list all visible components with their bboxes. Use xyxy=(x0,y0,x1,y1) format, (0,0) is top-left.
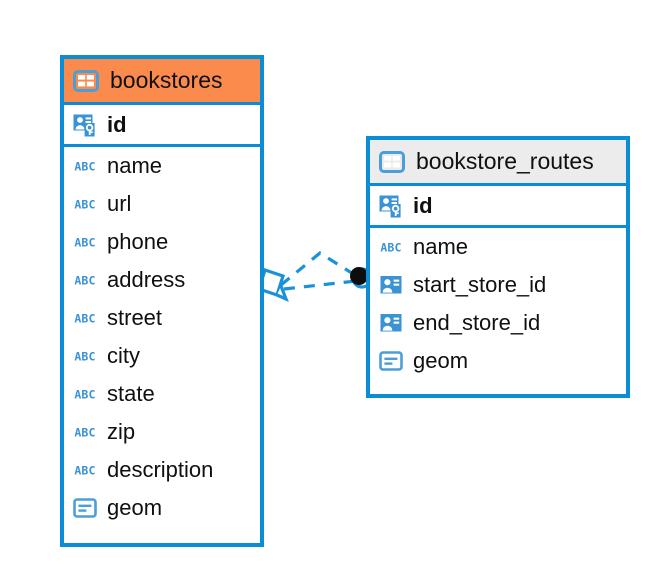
field-row-phone[interactable]: ABC phone xyxy=(64,223,260,261)
relationship-line-end-store-id[interactable] xyxy=(283,279,357,291)
entity-table-bookstore-routes[interactable]: bookstore_routes id ABC name xyxy=(366,136,630,398)
relationship-line-start-store-id[interactable] xyxy=(279,251,359,287)
abc-text-icon: ABC xyxy=(74,236,95,250)
svg-text:ABC: ABC xyxy=(74,274,95,288)
field-label: geom xyxy=(413,348,469,373)
field-label: state xyxy=(107,381,155,406)
svg-text:ABC: ABC xyxy=(74,160,95,174)
field-row-name[interactable]: ABC name xyxy=(370,228,626,266)
foreign-key-icon xyxy=(380,276,402,294)
svg-text:ABC: ABC xyxy=(74,464,95,478)
field-row-start-store-id[interactable]: start_store_id xyxy=(370,266,626,304)
field-row-id[interactable]: id xyxy=(64,105,260,147)
svg-text:ABC: ABC xyxy=(74,198,95,212)
field-label: phone xyxy=(107,229,169,254)
svg-text:ABC: ABC xyxy=(74,388,95,402)
primary-key-icon xyxy=(73,114,95,136)
field-row-url[interactable]: ABC url xyxy=(64,185,260,223)
field-label: start_store_id xyxy=(413,272,547,297)
svg-text:ABC: ABC xyxy=(74,312,95,326)
entity-table-bookstores[interactable]: bookstores id ABC name xyxy=(60,55,264,547)
field-label: id xyxy=(413,192,433,218)
field-label: end_store_id xyxy=(413,310,541,335)
primary-key-icon xyxy=(379,195,401,217)
foreign-key-icon xyxy=(380,314,402,332)
field-label: url xyxy=(107,191,132,216)
abc-text-icon: ABC xyxy=(74,464,95,478)
entity-header-bookstores[interactable]: bookstores xyxy=(64,59,260,105)
entity-title-label: bookstores xyxy=(110,67,223,93)
field-row-description[interactable]: ABC description xyxy=(64,451,260,489)
field-row-name[interactable]: ABC name xyxy=(64,147,260,185)
field-label: street xyxy=(107,305,163,330)
abc-text-icon: ABC xyxy=(380,241,401,255)
abc-text-icon: ABC xyxy=(74,198,95,212)
abc-text-icon: ABC xyxy=(74,160,95,174)
svg-text:ABC: ABC xyxy=(74,350,95,364)
table-icon xyxy=(73,69,99,92)
geometry-icon xyxy=(73,498,97,518)
field-label: name xyxy=(413,234,469,259)
abc-text-icon: ABC xyxy=(74,426,95,440)
field-row-geom[interactable]: geom xyxy=(64,489,260,527)
entity-header-bookstore-routes[interactable]: bookstore_routes xyxy=(370,140,626,186)
field-row-zip[interactable]: ABC zip xyxy=(64,413,260,451)
abc-text-icon: ABC xyxy=(74,312,95,326)
svg-text:ABC: ABC xyxy=(380,241,401,255)
field-row-address[interactable]: ABC address xyxy=(64,261,260,299)
field-row-state[interactable]: ABC state xyxy=(64,375,260,413)
field-label: geom xyxy=(107,495,163,520)
abc-text-icon: ABC xyxy=(74,274,95,288)
geometry-icon xyxy=(379,351,403,371)
table-icon xyxy=(379,150,405,173)
field-row-end-store-id[interactable]: end_store_id xyxy=(370,304,626,342)
svg-text:ABC: ABC xyxy=(74,236,95,250)
field-row-id[interactable]: id xyxy=(370,186,626,228)
abc-text-icon: ABC xyxy=(74,350,95,364)
field-label: address xyxy=(107,267,186,292)
field-row-street[interactable]: ABC street xyxy=(64,299,260,337)
field-label: description xyxy=(107,457,214,482)
field-label: name xyxy=(107,153,163,178)
field-label: zip xyxy=(107,419,136,444)
field-label: id xyxy=(107,111,127,137)
entity-title-label: bookstore_routes xyxy=(416,148,594,174)
abc-text-icon: ABC xyxy=(74,388,95,402)
svg-text:ABC: ABC xyxy=(74,426,95,440)
field-row-geom[interactable]: geom xyxy=(370,342,626,380)
field-label: city xyxy=(107,343,140,368)
field-row-city[interactable]: ABC city xyxy=(64,337,260,375)
